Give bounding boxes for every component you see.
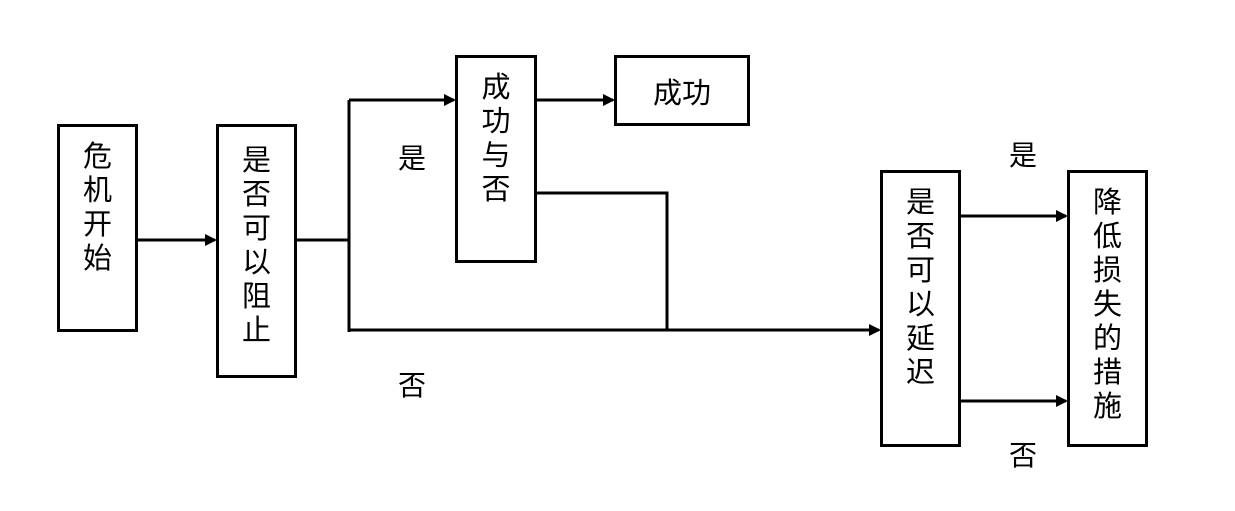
node-char: 降 [1092, 185, 1122, 219]
node-success: 成功 [614, 55, 750, 126]
node-char: 阻 [241, 279, 271, 313]
node-char: 机 [82, 173, 112, 207]
node-can-prevent: 是否可以阻止 [216, 124, 297, 378]
node-char: 与 [481, 138, 511, 172]
node-char: 止 [241, 313, 271, 347]
node-reduce-loss-label: 降低损失的措施 [1070, 185, 1145, 423]
edge-label-delay-no: 否 [1009, 439, 1038, 472]
node-char: 措 [1092, 355, 1122, 389]
node-char: 开 [82, 207, 112, 241]
node-success-or-not: 成功与否 [455, 55, 537, 263]
node-char: 始 [82, 241, 112, 275]
edge-label-prevent-yes: 是 [398, 142, 427, 175]
node-can-prevent-label: 是否可以阻止 [219, 143, 294, 347]
node-success-or-not-label: 成功与否 [458, 70, 534, 206]
node-char: 延 [905, 321, 935, 355]
node-crisis-start: 危机开始 [57, 124, 138, 332]
node-can-delay-label: 是否可以延迟 [883, 185, 958, 389]
node-crisis-start-label: 危机开始 [60, 139, 135, 275]
node-char: 施 [1092, 389, 1122, 423]
node-can-delay: 是否可以延迟 [880, 170, 961, 447]
node-char: 功 [481, 104, 511, 138]
node-char: 否 [241, 177, 271, 211]
node-char: 是 [241, 143, 271, 177]
node-char: 失 [1092, 287, 1122, 321]
edge-label-delay-yes: 是 [1009, 139, 1038, 172]
node-reduce-loss: 降低损失的措施 [1067, 170, 1148, 447]
node-char: 是 [905, 185, 935, 219]
node-char: 的 [1092, 321, 1122, 355]
node-char: 否 [905, 219, 935, 253]
node-char: 危 [82, 139, 112, 173]
node-char: 低 [1092, 219, 1122, 253]
edge-failure-return [537, 191, 669, 330]
node-char: 以 [905, 287, 935, 321]
node-char: 成 [481, 70, 511, 104]
node-char: 可 [905, 253, 935, 287]
node-char: 否 [481, 172, 511, 206]
edge-label-prevent-no: 否 [398, 369, 427, 402]
node-success-label: 成功 [652, 75, 711, 110]
node-char: 以 [241, 245, 271, 279]
node-char: 可 [241, 211, 271, 245]
node-char: 损 [1092, 253, 1122, 287]
node-char: 迟 [905, 355, 935, 389]
